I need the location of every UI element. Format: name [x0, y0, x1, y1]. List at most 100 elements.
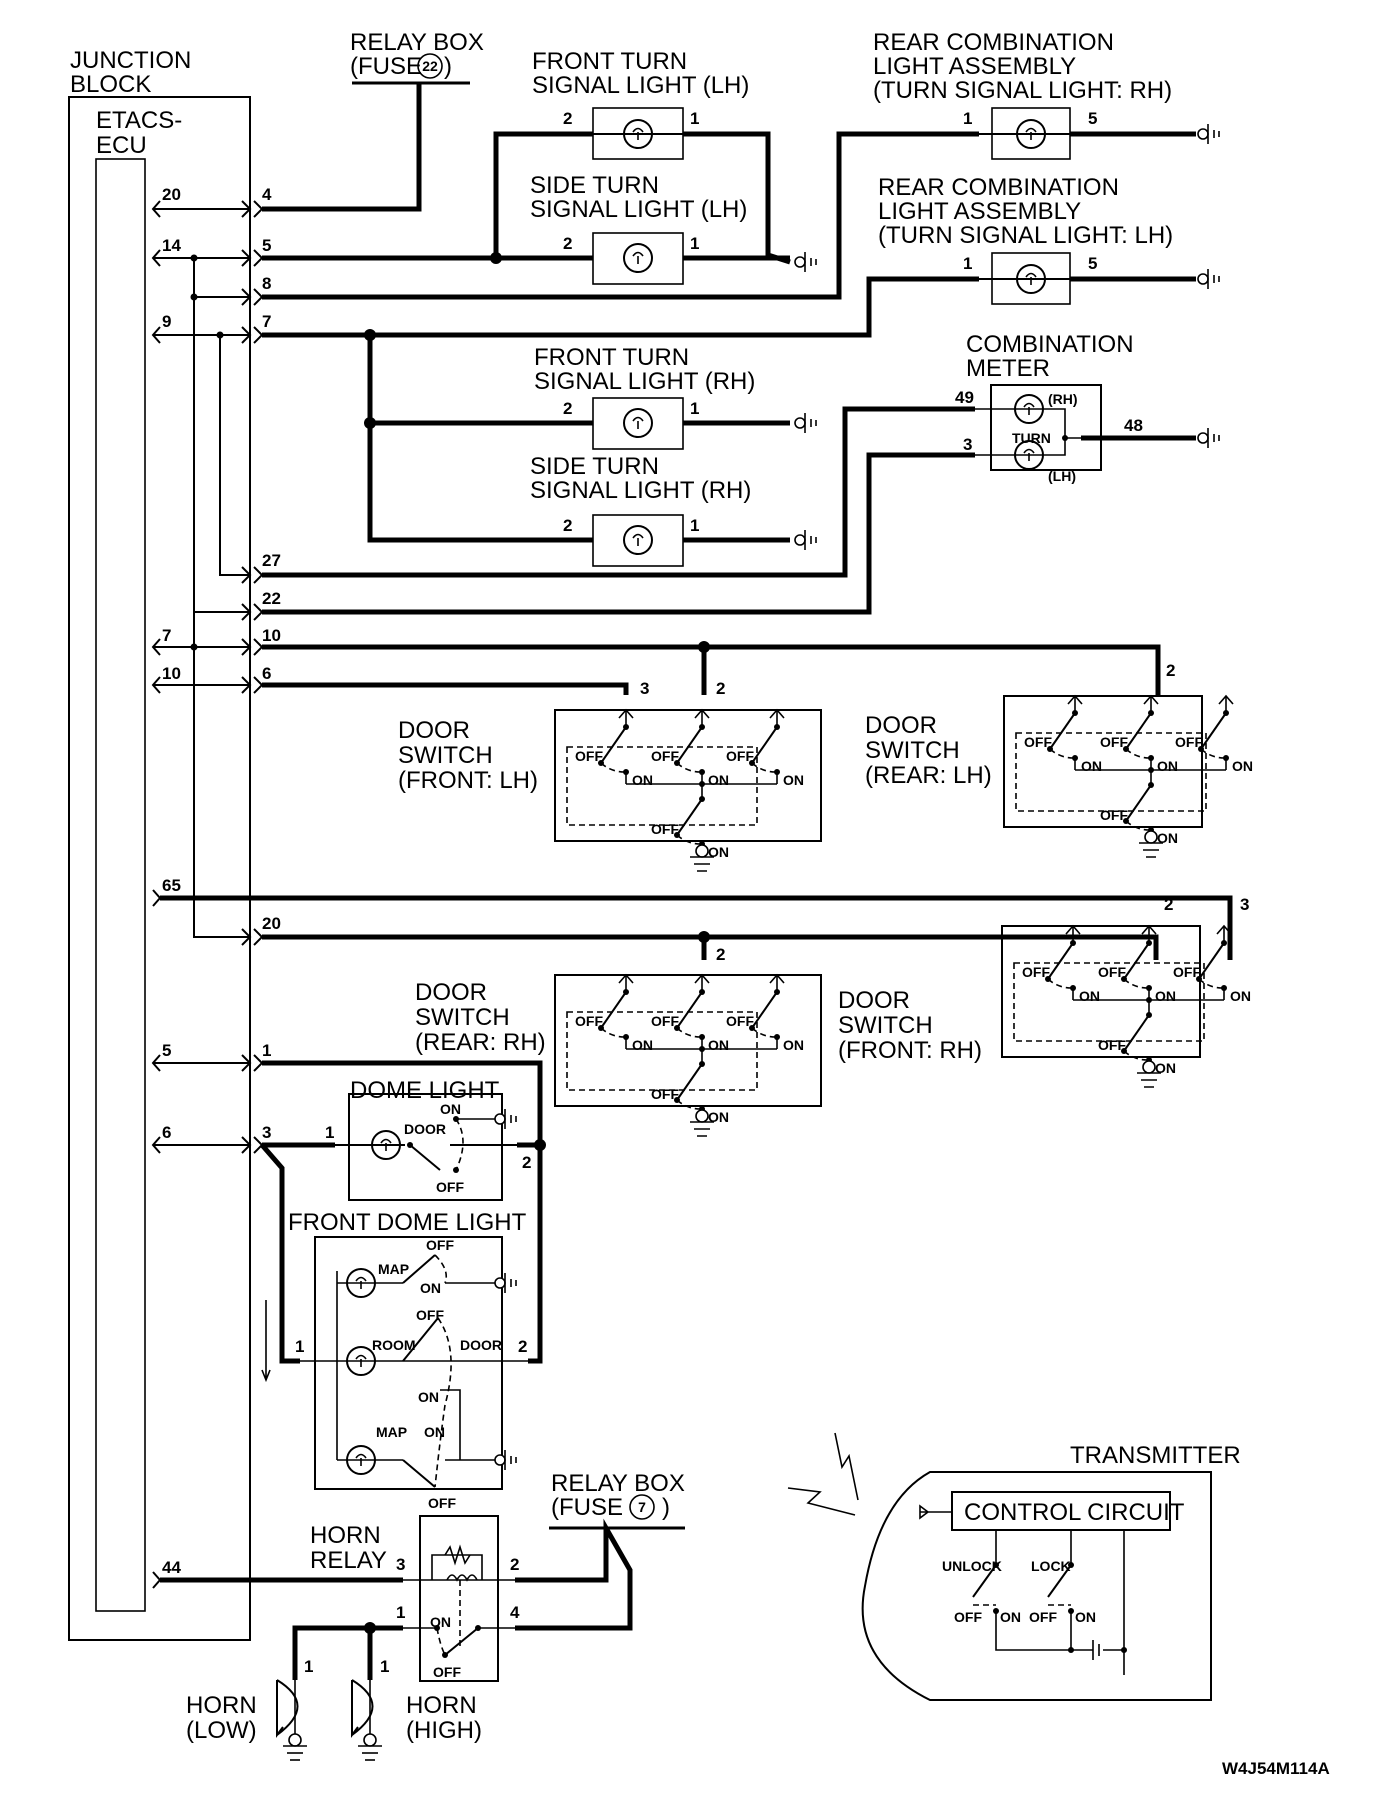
switch-label: ON — [1230, 988, 1251, 1004]
junction-block-box — [68, 96, 251, 1641]
connector-arrow — [1218, 694, 1234, 705]
ground-icon — [1144, 830, 1158, 844]
relay-box-label: RELAY BOX — [551, 1470, 685, 1497]
connector-arrow — [769, 708, 785, 719]
component-label: RELAY — [310, 1547, 387, 1574]
ecu-pin-label: 9 — [162, 312, 171, 331]
connector-pin-label: 20 — [262, 914, 281, 933]
switch-travel — [676, 1099, 702, 1110]
ground-icon — [690, 856, 714, 872]
pin-label: 3 — [396, 1555, 405, 1574]
door-switch-internals: OFFONOFFONOFFONOFFONOFFONOFFONOFFONOFFON… — [566, 694, 1253, 1137]
relay-box-fuse-7: RELAY BOX (FUSE 7 ) — [549, 1470, 685, 1530]
component-label: LIGHT ASSEMBLY — [878, 198, 1081, 225]
pin-label: 2 — [1166, 661, 1175, 680]
horn-high: 1 HORN (HIGH) — [351, 1657, 482, 1761]
connector-pin-label: 6 — [262, 664, 271, 683]
switch-label: OFF — [651, 1013, 679, 1029]
switch-label: OFF — [1024, 734, 1052, 750]
switch-pivot — [1148, 710, 1154, 716]
switch-travel — [1123, 978, 1149, 989]
antenna-icon — [919, 1504, 952, 1520]
ground-icon — [690, 1121, 714, 1137]
relay-box-label: (FUSE — [551, 1494, 623, 1521]
arrow-down-icon — [261, 1300, 271, 1383]
switch-label: ON — [708, 1109, 729, 1125]
switch-pivot — [774, 989, 780, 995]
component-label: (REAR: LH) — [865, 762, 992, 789]
switch-blade — [1049, 712, 1076, 750]
pin-label: 49 — [955, 388, 974, 407]
side-turn-signal-light-lh: SIDE TURN SIGNAL LIGHT (LH) 2 1 — [530, 172, 817, 285]
pin-label: 5 — [1088, 109, 1097, 128]
ground-icon — [1142, 1060, 1156, 1074]
fuse-number: 22 — [422, 58, 438, 74]
ground-icon — [1197, 268, 1220, 290]
switch-pivot — [699, 1061, 705, 1067]
pin-label: 2 — [563, 109, 572, 128]
switch-label: OFF — [433, 1664, 461, 1680]
switch-blade — [1125, 712, 1152, 750]
combination-meter: COMBINATION METER (RH) (LH) TURN 49 3 48 — [955, 331, 1220, 484]
connector-pin-label: 1 — [262, 1041, 271, 1060]
switch-blade — [1125, 784, 1152, 822]
component-label: HORN — [186, 1692, 257, 1719]
switch-pivot — [1221, 940, 1227, 946]
switch-label: OFF — [1022, 964, 1050, 980]
battery-icon — [1092, 1640, 1100, 1660]
switch-label: OFF — [1175, 734, 1203, 750]
switch-label: ON — [708, 1037, 729, 1053]
component-label: (FRONT: RH) — [838, 1037, 982, 1064]
component-label: SIDE TURN — [530, 453, 659, 480]
switch-label: ON — [1075, 1609, 1096, 1625]
junction-block: JUNCTION BLOCK ETACS- ECU — [68, 47, 251, 1641]
switch-travel — [1125, 820, 1151, 831]
switch-travel — [751, 1027, 777, 1038]
switch-label: DOOR — [404, 1121, 446, 1137]
switch-blade — [676, 726, 703, 764]
component-label: FRONT TURN — [534, 344, 689, 371]
pin-label: 2 — [563, 399, 572, 418]
dome-light: DOME LIGHT ON DOOR OFF 1 2 — [325, 1077, 531, 1201]
switch-label: ON — [1079, 988, 1100, 1004]
pin-label: 1 — [295, 1337, 304, 1356]
switch-pivot — [623, 724, 629, 730]
switch-pivot — [1146, 940, 1152, 946]
switch-label: ON — [1157, 830, 1178, 846]
relay-box-label: ) — [662, 1494, 670, 1521]
component-label: SIDE TURN — [530, 172, 659, 199]
switch-label: ON — [783, 1037, 804, 1053]
pin-label: 2 — [1164, 895, 1173, 914]
switch-blade — [676, 1063, 703, 1101]
switch-blade — [751, 991, 778, 1029]
switch-label: OFF — [651, 821, 679, 837]
pin-label: 1 — [396, 1603, 405, 1622]
switch-label: ON — [708, 844, 729, 860]
pin-label: 1 — [690, 516, 699, 535]
switch-blade — [1198, 942, 1225, 980]
component-label: SIGNAL LIGHT (RH) — [534, 368, 755, 395]
component-label: TRANSMITTER — [1070, 1442, 1241, 1469]
connector-pin-label: 4 — [262, 185, 272, 204]
junction-dot — [699, 781, 705, 787]
switch-label: ON — [440, 1101, 461, 1117]
switch-label: MAP — [378, 1261, 409, 1277]
relay-box-label: RELAY BOX — [350, 29, 484, 56]
component-label: FRONT TURN — [532, 48, 687, 75]
pin-label: 2 — [716, 679, 725, 698]
switch-pivot — [1072, 710, 1078, 716]
pin-label: 5 — [1088, 254, 1097, 273]
component-label: HORN — [406, 1692, 477, 1719]
ecu-pin-label: 6 — [162, 1123, 171, 1142]
relay-box-fuse-22: RELAY BOX (FUSE 22 ) — [350, 29, 484, 85]
switch-travel — [1198, 978, 1224, 989]
switch-label: OFF — [426, 1237, 454, 1253]
component-label: DOOR — [398, 717, 470, 744]
pin-label: 1 — [690, 109, 699, 128]
switch-label: OFF — [651, 748, 679, 764]
front-dome-light: FRONT DOME LIGHT MAP OFF ON ROOM OFF DOO… — [261, 1209, 528, 1511]
switch-travel — [1049, 748, 1075, 759]
component-label: REAR COMBINATION — [878, 174, 1119, 201]
component-label: DOOR — [865, 712, 937, 739]
fuse-number-circle — [417, 53, 443, 79]
